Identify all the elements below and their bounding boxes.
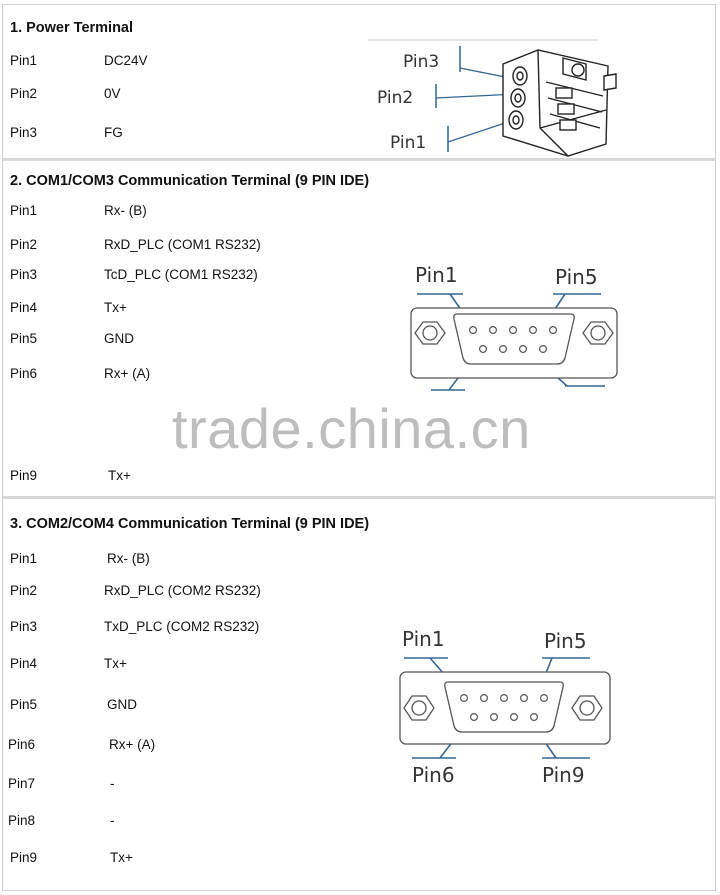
section-2-pin-label: Pin6: [10, 366, 38, 381]
figure-label-pin2: Pin2: [377, 88, 413, 108]
section-3-pin-value: -: [110, 813, 115, 828]
watermark: trade.china.cn: [172, 397, 531, 460]
section-2-pin-label: Pin1: [10, 203, 38, 218]
section-3-pin-value: Rx+ (A): [109, 737, 156, 752]
section-1-pin-label: Pin3: [10, 125, 38, 140]
section-2-pin-label: Pin4: [10, 300, 38, 315]
section-divider: [2, 496, 716, 499]
section-3-pin-label: Pin7: [8, 776, 36, 791]
section-3-pin-label: Pin6: [8, 737, 36, 752]
section-2-pin-value: Rx- (B): [104, 203, 147, 218]
figure-label-pin1: Pin1: [402, 627, 445, 651]
section-3-title: 3. COM2/COM4 Communication Terminal (9 P…: [10, 516, 370, 532]
section-3-pin-label: Pin8: [8, 813, 36, 828]
section-3-pin-label: Pin5: [10, 697, 38, 712]
figure-label-pin6: Pin6: [412, 763, 455, 787]
section-3-pin-value: GND: [107, 697, 137, 712]
section-3-pin-value: Rx- (B): [107, 551, 150, 566]
terminal-block-icon: [502, 49, 617, 157]
section-2-pin-value: Tx+: [108, 468, 131, 483]
figure-label-pin3: Pin3: [403, 52, 439, 72]
section-2-pin-label: Pin2: [10, 237, 38, 252]
section-2-pin-value: GND: [104, 331, 134, 346]
section-3-pin-label: Pin1: [10, 551, 38, 566]
section-divider: [2, 158, 716, 161]
db9-connector-diagram-com2: Pin1 Pin5 Pin6 Pin9: [399, 627, 611, 787]
section-3-pin-value: -: [110, 776, 115, 791]
db9-shell-icon: [399, 671, 611, 745]
power-terminal-diagram: Pin3 Pin2 Pin1: [368, 39, 617, 157]
section-1-title: 1. Power Terminal: [10, 20, 134, 36]
figure-label-pin1: Pin1: [415, 263, 458, 287]
section-2-pin-label: Pin3: [10, 267, 38, 282]
section-2-title: 2. COM1/COM3 Communication Terminal (9 P…: [10, 173, 370, 189]
figure-label-pin1: Pin1: [390, 133, 426, 153]
section-3-pin-value: Tx+: [110, 850, 133, 865]
section-2-pin-value: Rx+ (A): [104, 366, 151, 381]
section-1-pin-value: DC24V: [104, 53, 148, 68]
section-1-pin-value: FG: [104, 125, 123, 140]
figure-label-pin5: Pin5: [555, 265, 598, 289]
db9-shell-icon: [410, 307, 618, 379]
figure-label-pin9: Pin9: [542, 763, 585, 787]
section-2-pin-label: Pin5: [10, 331, 38, 346]
section-1-pin-label: Pin2: [10, 86, 38, 101]
section-2-pin-value: TcD_PLC (COM1 RS232): [104, 267, 258, 282]
section-3-pin-label: Pin4: [10, 656, 38, 671]
section-1-pin-label: Pin1: [10, 53, 38, 68]
section-3-pin-value: Tx+: [104, 656, 127, 671]
section-2-pin-label: Pin9: [10, 468, 38, 483]
figure-label-pin5: Pin5: [544, 629, 587, 653]
section-3-pin-value: RxD_PLC (COM2 RS232): [104, 583, 261, 598]
db9-connector-diagram-com1: Pin1 Pin5: [410, 263, 618, 391]
section-3-pin-label: Pin2: [10, 583, 38, 598]
section-2-pin-value: Tx+: [104, 300, 127, 315]
document-frame: [2, 4, 716, 891]
section-3-pin-value: TxD_PLC (COM2 RS232): [104, 619, 260, 634]
section-3-pin-label: Pin9: [10, 850, 38, 865]
section-1-pin-value: 0V: [104, 86, 121, 101]
section-3-pin-label: Pin3: [10, 619, 38, 634]
section-2-pin-value: RxD_PLC (COM1 RS232): [104, 237, 261, 252]
